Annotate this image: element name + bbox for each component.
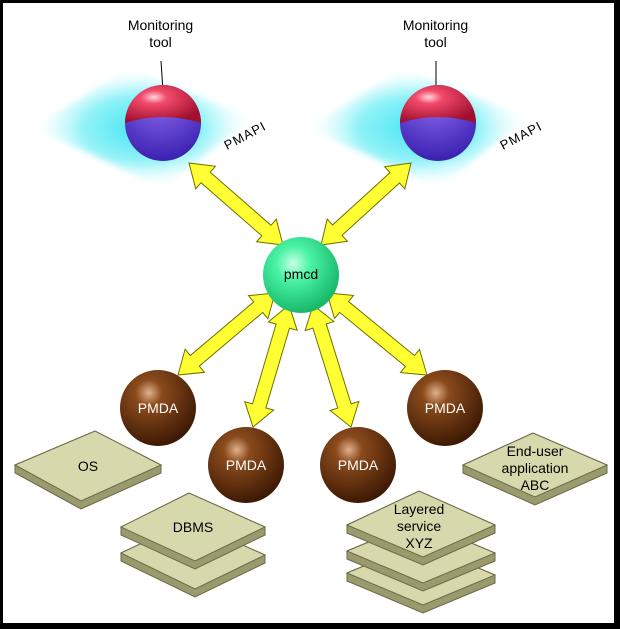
slab-end-user bbox=[461, 432, 609, 506]
source-enduser-label: End-user application ABC bbox=[501, 443, 569, 493]
source-layered-label: Layered service XYZ bbox=[393, 501, 445, 551]
slab-dbms-upper bbox=[119, 492, 267, 570]
arrow-tool-right-pmcd bbox=[320, 162, 412, 246]
tool-right-title: Monitoring tool bbox=[402, 17, 469, 50]
source-os-label: OS bbox=[77, 458, 99, 474]
pmda-label-2: PMDA bbox=[225, 457, 267, 473]
pmda-sphere-1 bbox=[120, 370, 196, 446]
pmda-label-1: PMDA bbox=[137, 400, 179, 416]
pmda-label-3: PMDA bbox=[337, 457, 379, 473]
diagram-graphics bbox=[13, 60, 609, 614]
pmda-sphere-2 bbox=[208, 427, 284, 503]
arrow-pmcd-pmda-1 bbox=[177, 292, 276, 376]
source-dbms-label: DBMS bbox=[172, 519, 214, 535]
monitoring-tool-left-sphere bbox=[125, 85, 201, 161]
tool-left-title: Monitoring tool bbox=[127, 17, 194, 50]
pmda-sphere-3 bbox=[320, 427, 396, 503]
pmcd-label: pmcd bbox=[283, 266, 319, 282]
arrows-layer bbox=[177, 162, 428, 428]
monitoring-tool-right-sphere bbox=[400, 85, 476, 161]
pmda-sphere-4 bbox=[407, 370, 483, 446]
arrow-pmcd-pmda-3 bbox=[304, 304, 360, 428]
arrow-pmcd-pmda-2 bbox=[244, 304, 298, 428]
pmcd-sphere bbox=[263, 237, 339, 313]
slab-os bbox=[13, 430, 163, 510]
diagram-canvas: Monitoring tool Monitoring tool PMAPI PM… bbox=[3, 3, 614, 623]
slab-layered-top bbox=[345, 490, 497, 566]
arrow-tool-left-pmcd bbox=[188, 162, 284, 246]
arrow-pmcd-pmda-4 bbox=[326, 292, 428, 376]
pmda-label-4: PMDA bbox=[424, 400, 466, 416]
